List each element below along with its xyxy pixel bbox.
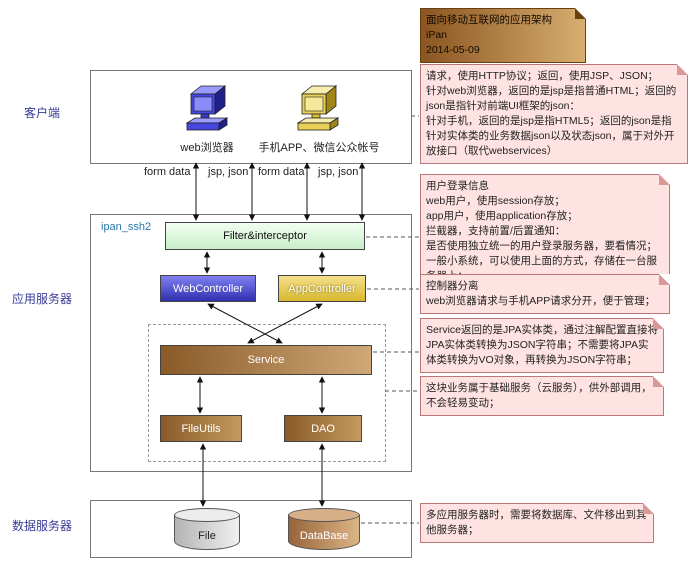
region-label-data-server: 数据服务器	[12, 519, 73, 533]
database-cylinder: DataBase	[288, 508, 360, 550]
package-label: ipan_ssh2	[101, 221, 152, 233]
file-storage-label: File	[198, 529, 216, 542]
file-storage-cylinder: File	[174, 508, 240, 550]
mobile-app-label: 手机APP、微信公众帐号	[258, 142, 380, 154]
note-user-login: 用户登录信息 web用户，使用session存放； app用户，使用applic…	[420, 174, 670, 289]
flow-label-form-data-2: form data	[258, 166, 305, 178]
flow-label-jsp-json-1: jsp, json	[208, 166, 249, 178]
note-base-service: 这块业务属于基础服务（云服务），供外部调用，不会轻易变动；	[420, 376, 664, 416]
dao-node: DAO	[284, 415, 362, 442]
database-cylinder-top	[288, 508, 360, 522]
mobile-app-icon	[296, 82, 342, 139]
region-label-client: 客户端	[24, 106, 61, 120]
note-title: 面向移动互联网的应用架构 iPan 2014-05-09	[420, 8, 586, 63]
data-server-tier-box	[90, 500, 412, 558]
region-label-app-server: 应用服务器	[12, 292, 73, 306]
fileutils-node: FileUtils	[160, 415, 242, 442]
note-http-protocol: 请求，使用HTTP协议；返回，使用JSP、JSON； 针对web浏览器，返回的是…	[420, 64, 688, 164]
web-controller-node: WebController	[160, 275, 256, 302]
flow-label-jsp-json-2: jsp, json	[318, 166, 359, 178]
web-browser-icon	[185, 82, 231, 139]
service-node: Service	[160, 345, 372, 375]
app-controller-node: AppController	[278, 275, 366, 302]
file-cylinder-top	[174, 508, 240, 522]
flow-label-form-data-1: form data	[144, 166, 191, 178]
note-multi-server: 多应用服务器时，需要将数据库、文件移出到其他服务器；	[420, 503, 654, 543]
web-browser-label: web浏览器	[180, 142, 234, 154]
note-jpa-service: Service返回的是JPA实体类，通过注解配置直接将JPA实体类转换为JSON…	[420, 318, 664, 373]
note-controller-separation: 控制器分离 web浏览器请求与手机APP请求分开，便于管理；	[420, 274, 670, 314]
database-label: DataBase	[299, 529, 349, 542]
filter-interceptor-node: Filter&interceptor	[165, 222, 365, 250]
file-cylinder-body	[174, 515, 240, 550]
